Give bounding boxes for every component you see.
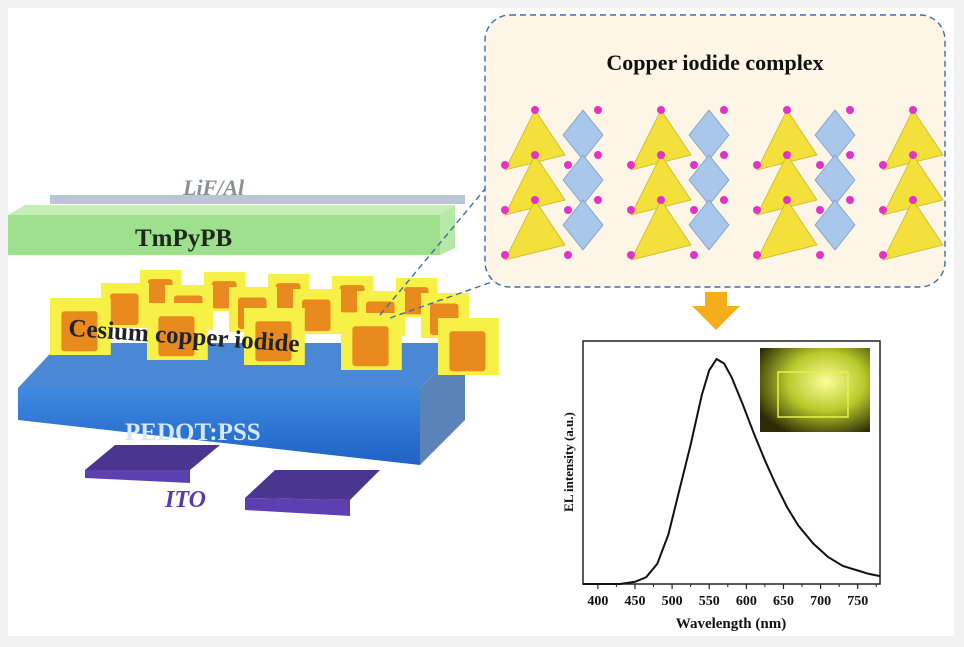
iodide-atom [657,196,665,204]
cui-octahedron [562,199,604,251]
perovskite-core [61,311,98,352]
x-tick-label: 600 [736,594,757,609]
iodide-atom [720,196,728,204]
iodide-atom [879,251,887,259]
cui-octahedron [814,199,856,251]
cui-tetrahedron [756,199,818,261]
iodide-atom [879,206,887,214]
iodide-atom [816,251,824,259]
iodide-atom [627,206,635,214]
callout-title: Copper iodide complex [606,50,823,75]
x-tick-label: 450 [624,594,645,609]
iodide-atom [909,151,917,159]
iodide-atom [846,196,854,204]
iodide-atom [783,196,791,204]
perovskite-core [255,321,292,362]
perovskite-core [352,326,389,367]
iodide-atom [909,196,917,204]
x-axis-label: Wavelength (nm) [676,616,786,632]
el-spectrum-chart: 400 450 500 550 600 650 700 750 Wavelength (nm)… [561,340,881,632]
iodide-atom [816,206,824,214]
iodide-atom [564,206,572,214]
iodide-atom [501,206,509,214]
x-tick-label: 550 [699,594,720,609]
iodide-atom [594,196,602,204]
cui-tetrahedron [882,199,944,261]
iodide-atom [783,151,791,159]
iodide-atom [594,106,602,114]
inset-device-photo [760,348,870,432]
iodide-atom [531,151,539,159]
cesium-copper-iodide-layer [50,270,499,375]
x-tick-label: 650 [773,594,794,609]
cui-octahedron [688,199,730,251]
tmpypb-label: TmPyPB [135,225,232,252]
iodide-atom [501,161,509,169]
iodide-atom [531,106,539,114]
iodide-atom [690,206,698,214]
iodide-atom [564,161,572,169]
iodide-atom [720,106,728,114]
iodide-atom [657,106,665,114]
lif-al-layer: LiF/Al [50,175,465,204]
down-arrow-icon [692,292,740,330]
perovskite-core [302,299,331,331]
x-tick-label: 400 [587,594,608,609]
iodide-atom [753,161,761,169]
x-tick-label: 500 [662,594,683,609]
pedot-pss-label: PEDOT:PSS [125,419,261,446]
iodide-atom [846,151,854,159]
iodide-atom [879,161,887,169]
iodide-atom [909,106,917,114]
callout: Copper iodide complex [379,14,946,319]
crystal-structure-illustration [501,106,944,261]
iodide-atom [627,251,635,259]
perovskite-core [449,331,486,372]
iodide-atom [816,161,824,169]
cui-tetrahedron [504,199,566,261]
tmpypb-layer: TmPyPB [8,205,455,255]
iodide-atom [531,196,539,204]
iodide-atom [720,151,728,159]
inset-photo-detail [777,371,849,418]
ito-layer: ITO [85,445,380,516]
iodide-atom [657,151,665,159]
iodide-atom [690,161,698,169]
iodide-atom [594,151,602,159]
iodide-atom [753,251,761,259]
ito-label: ITO [164,487,206,513]
perovskite-core [110,293,139,325]
cui-tetrahedron [630,199,692,261]
iodide-atom [783,106,791,114]
y-axis-label: EL intensity (a.u.) [561,412,576,512]
iodide-atom [690,251,698,259]
iodide-atom [627,161,635,169]
perovskite-core [158,316,195,357]
x-tick-label: 750 [847,594,868,609]
iodide-atom [846,106,854,114]
iodide-atom [501,251,509,259]
el-spectrum-line [583,357,881,585]
x-tick-label: 700 [810,594,831,609]
iodide-atom [753,206,761,214]
iodide-atom [564,251,572,259]
lif-al-label: LiF/Al [182,175,245,200]
